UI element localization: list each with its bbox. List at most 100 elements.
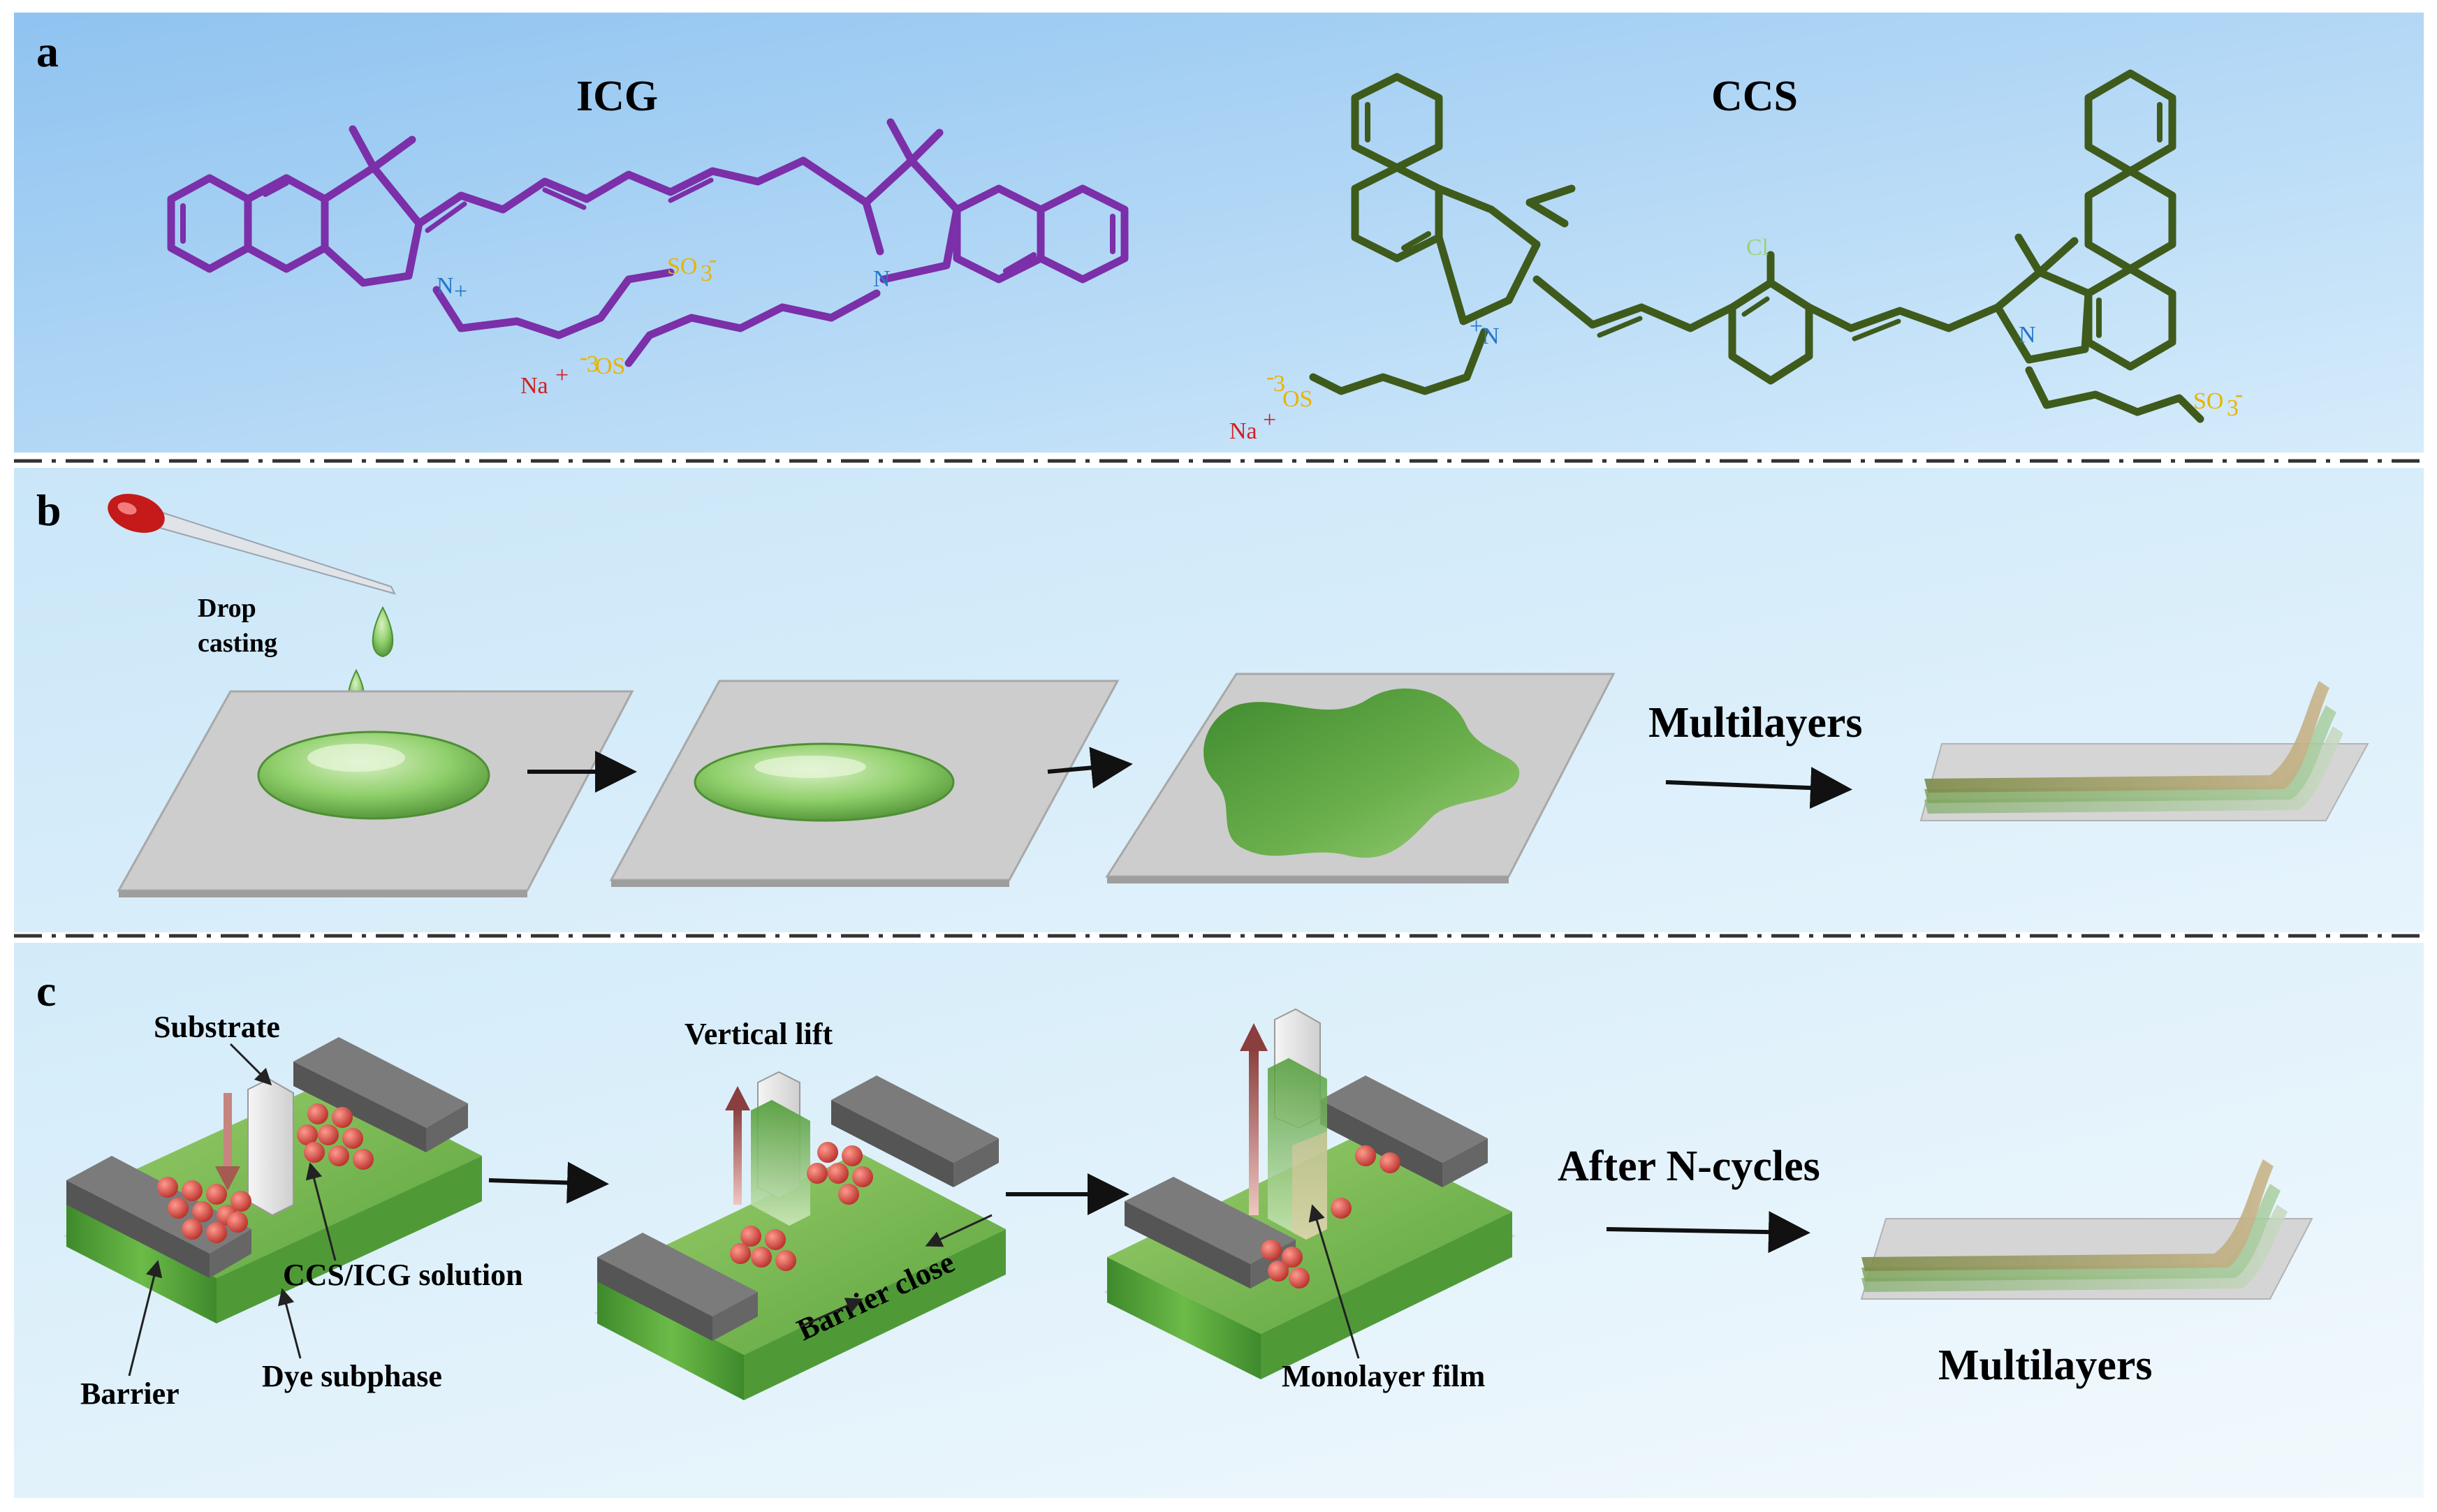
ccs-label: CCS	[1711, 73, 1798, 120]
icg-structure	[167, 118, 1129, 367]
ccs-so3-a-sub: 3	[1273, 371, 1285, 397]
ccs-icg-solution-label: CCS/ICG solution	[283, 1258, 523, 1292]
dye-bead	[182, 1219, 203, 1240]
dye-bead	[765, 1229, 786, 1250]
process-arrow	[1665, 767, 1852, 809]
panel-b: b Drop casting Multilayers	[14, 468, 2424, 932]
drop-casting-label-1: Drop	[198, 594, 256, 623]
dye-bead	[307, 1103, 328, 1124]
dye-bead	[297, 1124, 318, 1145]
dried-dye-film	[1203, 688, 1520, 858]
ccs-so3-a: OS	[1282, 386, 1312, 412]
dye-bead	[1268, 1261, 1289, 1282]
dye-bead	[730, 1243, 751, 1264]
panel-a-letter: a	[36, 27, 59, 76]
substrate-edge	[119, 890, 527, 897]
dye-bead	[230, 1191, 251, 1212]
dye-bead	[353, 1149, 374, 1170]
ccs-so3-b-sup: -	[2235, 381, 2243, 407]
dye-bead	[1289, 1268, 1310, 1289]
dye-bead	[775, 1250, 796, 1271]
dye-bead	[332, 1107, 353, 1128]
dye-bead	[1331, 1198, 1352, 1219]
dye-subphase-label: Dye subphase	[262, 1359, 442, 1393]
barrier-label: Barrier	[80, 1377, 180, 1411]
ccs-na-charge: +	[1263, 407, 1276, 433]
dye-bead	[817, 1142, 838, 1163]
dye-bead	[328, 1145, 349, 1166]
dye-bead	[182, 1180, 203, 1201]
panel-a-background	[14, 13, 2424, 453]
icg-na-charge: +	[555, 362, 569, 388]
dye-bead	[807, 1163, 828, 1184]
dye-bead	[1355, 1145, 1376, 1166]
monolayer-pointer	[1308, 1204, 1360, 1359]
icg-n-charge: +	[454, 279, 467, 304]
icg-so3-b-sub: 3	[587, 351, 599, 377]
dye-bead	[828, 1163, 849, 1184]
lb-trough-1	[63, 1037, 482, 1323]
icg-atoms: N + N SO 3 - - 3 OS Na +	[437, 247, 891, 399]
process-arrow	[1606, 1211, 1810, 1254]
ccs-n: N	[2019, 322, 2036, 348]
drop-casting-label-2: casting	[198, 629, 277, 658]
panel-b-letter: b	[36, 485, 61, 535]
dye-bead	[168, 1198, 189, 1219]
dye-bead	[842, 1145, 863, 1166]
icg-so3-a-sub: 3	[701, 260, 712, 286]
lb-trough-2	[594, 1071, 1006, 1400]
ccs-na: Na	[1229, 418, 1257, 444]
barrier-close-arrow	[799, 1298, 863, 1328]
subphase-pointer	[277, 1288, 302, 1359]
panel-a: a	[14, 13, 2424, 453]
dye-bead	[192, 1201, 213, 1222]
dye-bead	[206, 1222, 227, 1243]
icg-n-plus: N	[437, 273, 454, 299]
multilayer-stack-c	[1860, 1159, 2313, 1300]
dye-bead	[227, 1212, 248, 1233]
ccs-so3-b-sub: 3	[2227, 395, 2239, 421]
ccs-n-charge: +	[1470, 314, 1483, 339]
icg-so3-a-sup: -	[709, 247, 717, 272]
icg-na: Na	[520, 373, 548, 399]
ccs-n-plus: N	[1482, 323, 1500, 349]
droplet-highlight	[754, 756, 866, 778]
ccs-structure	[1309, 69, 2204, 423]
barrier-close-arrow	[925, 1214, 993, 1247]
dye-bead	[838, 1184, 859, 1205]
ccs-so3-a-sup: -	[1266, 364, 1274, 390]
process-arrow	[1047, 747, 1133, 789]
icg-label: ICG	[576, 73, 658, 120]
dye-bead	[740, 1226, 761, 1247]
multilayers-label-b: Multilayers	[1648, 699, 1863, 747]
icg-so3-b: OS	[595, 353, 625, 379]
dye-bead	[1282, 1247, 1303, 1268]
vertical-lift-label: Vertical lift	[685, 1017, 833, 1051]
ccs-cl: Cl	[1746, 235, 1769, 260]
icg-so3-a: SO	[667, 254, 697, 279]
substrate-label: Substrate	[154, 1010, 280, 1044]
solution-pointer	[305, 1162, 337, 1261]
liquid-droplet	[694, 742, 955, 822]
substrate-edge	[1107, 876, 1509, 883]
barrier-pointer	[128, 1260, 163, 1377]
dye-bead	[751, 1247, 772, 1268]
lb-trough-3	[1104, 1008, 1516, 1379]
substrate-pointer	[229, 1043, 272, 1086]
monolayer-film-label: Monolayer film	[1282, 1359, 1485, 1393]
dye-bead	[1261, 1240, 1282, 1261]
icg-n: N	[873, 266, 891, 292]
multilayers-label-c: Multilayers	[1938, 1342, 2153, 1389]
ccs-atoms: Cl N + N - 3 OS Na + SO 3 -	[1229, 235, 2243, 444]
multilayer-stack-b	[1919, 681, 2369, 821]
icg-so3-b-sup: -	[580, 344, 587, 370]
dye-bead	[318, 1124, 339, 1145]
process-arrow	[488, 1161, 609, 1204]
dye-bead	[342, 1128, 363, 1149]
dye-bead	[157, 1177, 178, 1198]
dye-bead	[1379, 1152, 1400, 1173]
droplet-highlight	[307, 744, 405, 772]
droplet-icon	[372, 605, 394, 658]
ccs-so3-b: SO	[2193, 388, 2223, 414]
